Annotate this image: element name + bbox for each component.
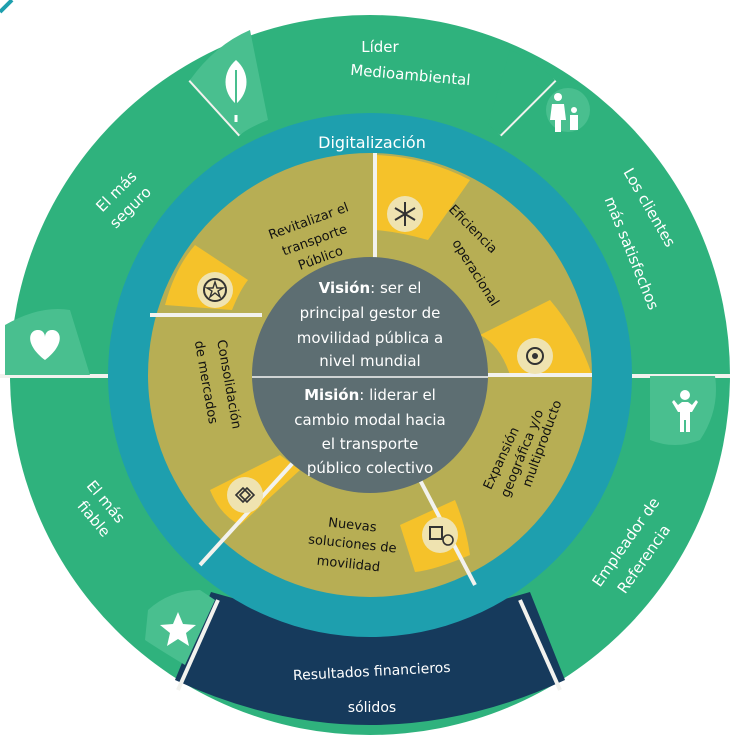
compass-star-icon: [197, 272, 233, 308]
snowflake-icon: [387, 196, 423, 232]
mission-line1: Misión: liderar el: [304, 386, 436, 404]
mission-line4: público colectivo: [307, 459, 433, 477]
corner-accent: [0, 0, 14, 14]
solutions-line1: Nuevas: [328, 516, 378, 536]
family-icon: [488, 50, 590, 135]
leader-env-line1: Líder: [361, 38, 399, 56]
center-circle: [252, 257, 488, 493]
gear-icon: [517, 338, 553, 374]
mission-line3: el transporte: [322, 435, 419, 453]
vision-line1: Visión: ser el: [319, 279, 422, 297]
vision-line3: movilidad pública a: [297, 329, 443, 347]
heart-icon: [5, 309, 90, 375]
solutions-line3: movilidad: [316, 554, 381, 576]
star-icon: [145, 590, 215, 665]
person-arms-up-icon: [650, 376, 716, 445]
outer-divider: [518, 599, 562, 691]
box-clock-icon: [422, 517, 458, 553]
mission-line2: cambio modal hacia: [294, 411, 445, 429]
center-core: Visión: ser el principal gestor de movil…: [252, 257, 488, 493]
vision-line4: nivel mundial: [319, 352, 420, 370]
expansion-accent: [480, 300, 592, 375]
leaf-icon: [190, 30, 268, 135]
digital-label: Digitalización: [318, 133, 426, 152]
financial-line2: sólidos: [348, 700, 396, 716]
diamond-arrows-icon: [227, 477, 263, 513]
outer-divider: [176, 599, 220, 691]
vision-line2: principal gestor de: [300, 304, 441, 322]
financial-results-segment: [175, 592, 565, 725]
